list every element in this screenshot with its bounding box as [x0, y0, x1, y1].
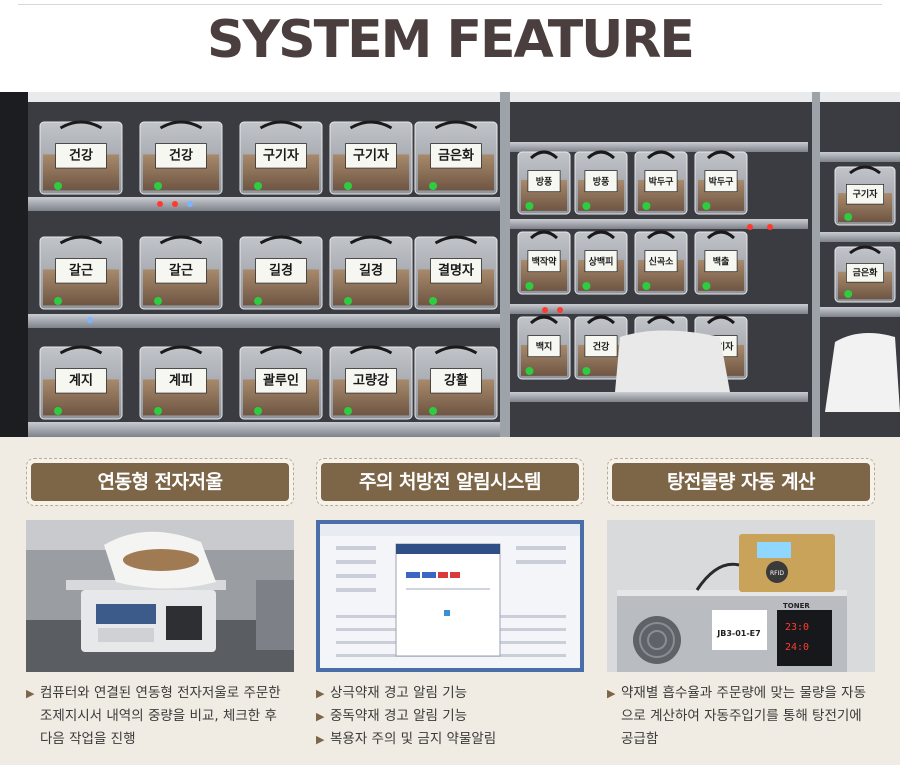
- feature-title: 탕전물량 자동 계산: [612, 463, 870, 501]
- herb-bin-label: 결명자: [438, 263, 474, 279]
- herb-bin: 상백피: [574, 230, 628, 295]
- herb-bin: 갈근: [139, 235, 223, 310]
- display-top: 23:0: [785, 622, 809, 633]
- alert-software-screenshot: [316, 520, 584, 672]
- herb-bin-label: 상백피: [589, 255, 614, 267]
- bullet-arrow-icon: ▶: [316, 687, 325, 700]
- page-title: SYSTEM FEATURE: [207, 10, 695, 70]
- feature-description: ▶약재별 흡수율과 주문량에 맞는 물량을 자동 으로 계산하여 자동주입기를 …: [607, 682, 875, 751]
- herb-bin: 건강: [139, 120, 223, 195]
- feature-description: ▶상극약재 경고 알림 기능 ▶중독약재 경고 알림 기능 ▶복용자 주의 및 …: [316, 682, 584, 751]
- bullet-arrow-icon: ▶: [607, 687, 616, 700]
- herb-bin-label: 금은화: [853, 267, 879, 279]
- description-line: ▶컴퓨터와 연결된 연동형 전자저울로 주문한: [26, 682, 294, 705]
- herb-bin: 괄루인: [239, 345, 323, 420]
- herb-bin: 박두구: [634, 150, 688, 215]
- description-line: ▶복용자 주의 및 금지 약물알림: [316, 728, 584, 751]
- herb-bin-label: 강활: [444, 373, 468, 389]
- herb-bin-label: 계피: [169, 374, 193, 389]
- machine-brand: TONER: [783, 602, 810, 610]
- indicator-led: [187, 201, 193, 207]
- herb-bin: 방풍: [517, 150, 571, 215]
- indicator-led: [172, 201, 178, 207]
- herb-bin-label: 백지: [536, 340, 553, 352]
- description-line: 공급함: [621, 731, 659, 747]
- indicator-led: [557, 307, 563, 313]
- herb-bin-label: 건강: [593, 340, 610, 352]
- herb-bin-label: 방풍: [593, 175, 610, 187]
- herb-bin: 구기자: [834, 165, 896, 226]
- herb-bin: 방풍: [574, 150, 628, 215]
- feature-title-frame: 주의 처방전 알림시스템: [316, 458, 584, 506]
- herb-bin-label: 구기자: [353, 149, 389, 164]
- rfid-label: RFID: [770, 570, 784, 577]
- feature-prescription-alert: 주의 처방전 알림시스템 ▶상극약재 경고 알림 기능 ▶중독약재: [316, 458, 584, 751]
- herb-bin-label: 박두구: [709, 175, 734, 187]
- herb-bin: 구기자: [329, 120, 413, 195]
- herb-bin: 계피: [139, 345, 223, 420]
- description-line: 조제지시서 내역의 중량을 비교, 체크한 후: [40, 708, 277, 724]
- feature-title-frame: 연동형 전자저울: [26, 458, 294, 506]
- indicator-led: [542, 307, 548, 313]
- decoction-machine-photo: JB3-01-E7 TONER 23:0 24:0 RFID: [607, 520, 875, 672]
- herb-bin-label: 백작약: [532, 255, 558, 267]
- herb-bin: 길경: [239, 235, 323, 310]
- description-line: 으로 계산하여 자동주입기를 통해 탕전기에: [621, 708, 862, 724]
- herb-bin-label: 갈근: [169, 264, 193, 279]
- description-line: ▶중독약재 경고 알림 기능: [316, 705, 584, 728]
- herb-bin-label: 금은화: [438, 148, 474, 164]
- herb-bin: 고량강: [329, 345, 413, 420]
- herb-bin: 박두구: [694, 150, 748, 215]
- herb-bin: 금은화: [414, 120, 498, 195]
- herb-bin: 금은화: [834, 245, 896, 303]
- herb-bin-label: 갈근: [69, 264, 93, 279]
- herb-bin: 백출: [694, 230, 748, 295]
- herb-bin-label: 건강: [169, 148, 193, 164]
- herb-bin-label: 계지: [69, 374, 93, 389]
- bullet-arrow-icon: ▶: [316, 733, 325, 746]
- herb-bin-label: 박두구: [649, 175, 674, 187]
- indicator-led: [767, 224, 773, 230]
- herb-bin-label: 고량강: [353, 373, 389, 389]
- herb-bin-label: 건강: [69, 148, 93, 164]
- herb-bin-label: 구기자: [853, 188, 879, 200]
- feature-description: ▶컴퓨터와 연결된 연동형 전자저울로 주문한 조제지시서 내역의 중량을 비교…: [26, 682, 294, 751]
- feature-title-frame: 탕전물량 자동 계산: [607, 458, 875, 506]
- herb-bin-label: 길경: [269, 263, 293, 279]
- indicator-led: [747, 224, 753, 230]
- description-line: 다음 작업을 진행: [40, 731, 136, 747]
- herb-bin: 길경: [329, 235, 413, 310]
- herb-bin: 신곡소: [634, 230, 688, 295]
- herb-bin: 건강: [574, 315, 628, 380]
- herb-bin: 백작약: [517, 230, 571, 295]
- herb-bin: 강활: [414, 345, 498, 420]
- herb-bin-label: 신곡소: [649, 255, 675, 267]
- herb-bin: 구기자: [239, 120, 323, 195]
- top-divider: [18, 4, 882, 5]
- herb-bin: 건강: [39, 120, 123, 195]
- herb-bin-label: 구기자: [263, 149, 299, 164]
- scale-photo: [26, 520, 294, 672]
- herb-bin: 결명자: [414, 235, 498, 310]
- herb-bin-label: 백출: [713, 255, 730, 267]
- feature-auto-calculation: 탕전물량 자동 계산 JB3-01-E7 TONER 23:0 24:0 RFI…: [607, 458, 875, 751]
- indicator-led: [157, 201, 163, 207]
- herb-bin: 계지: [39, 345, 123, 420]
- herb-bin: 갈근: [39, 235, 123, 310]
- bullet-arrow-icon: ▶: [316, 710, 325, 723]
- herb-bin-label: 길경: [359, 263, 383, 279]
- herb-bin-label: 방풍: [536, 175, 553, 187]
- herb-bin-label: 괄루인: [263, 373, 299, 389]
- feature-title: 연동형 전자저울: [31, 463, 289, 501]
- display-bottom: 24:0: [785, 642, 809, 653]
- bullet-arrow-icon: ▶: [26, 687, 35, 700]
- machine-code: JB3-01-E7: [716, 629, 760, 638]
- indicator-led: [87, 317, 93, 323]
- herb-bin: 백지: [517, 315, 571, 380]
- feature-electronic-scale: 연동형 전자저울 ▶컴퓨터와 연결된 연동형 전자저울로 주문한 조제지시서 내…: [26, 458, 294, 751]
- description-line: ▶상극약재 경고 알림 기능: [316, 682, 584, 705]
- description-line: ▶약재별 흡수율과 주문량에 맞는 물량을 자동: [607, 682, 875, 705]
- feature-title: 주의 처방전 알림시스템: [321, 463, 579, 501]
